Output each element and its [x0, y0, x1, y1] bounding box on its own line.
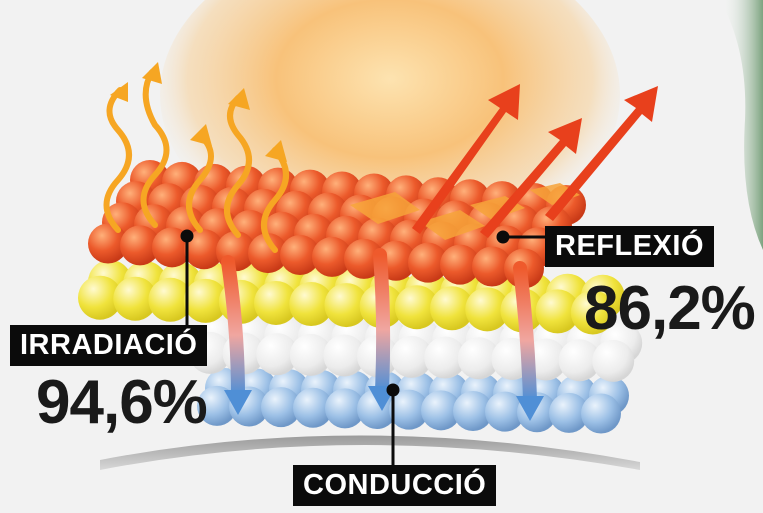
- sphere: [558, 339, 601, 382]
- sphere: [325, 388, 365, 429]
- sphere: [430, 286, 474, 331]
- sphere: [248, 233, 288, 274]
- sphere: [440, 244, 480, 285]
- reflexio-percentage: 86,2%: [584, 274, 756, 343]
- sphere: [581, 393, 621, 434]
- sphere: [261, 387, 301, 428]
- sphere: [394, 285, 439, 330]
- reflection-arrows: [412, 84, 658, 238]
- sphere: [390, 335, 433, 378]
- sphere: [323, 334, 366, 377]
- sphere: [78, 275, 122, 320]
- sphere: [280, 235, 320, 275]
- blue-sphere-layer: [197, 368, 629, 434]
- label-leader-lines: [180, 229, 550, 470]
- sphere: [465, 287, 510, 332]
- sphere: [293, 387, 333, 428]
- sphere: [289, 333, 332, 376]
- sphere: [549, 392, 589, 433]
- irradiation-arrow-heads: [110, 62, 287, 162]
- sphere: [197, 385, 237, 426]
- sphere: [485, 391, 525, 432]
- sphere: [389, 389, 429, 430]
- sphere: [120, 225, 160, 266]
- sphere: [472, 246, 512, 287]
- reflective-patches: [350, 183, 580, 240]
- sphere: [312, 236, 352, 277]
- sphere: [324, 283, 369, 328]
- irradiation-wavy-arrows: [103, 69, 289, 253]
- sphere: [254, 280, 298, 325]
- sphere: [424, 336, 467, 379]
- sphere: [289, 282, 334, 327]
- sphere: [88, 223, 128, 264]
- sphere: [183, 278, 228, 323]
- reflexio-label: REFLEXIÓ: [545, 226, 715, 267]
- sphere: [535, 289, 580, 334]
- sphere: [457, 337, 500, 380]
- sphere: [148, 277, 193, 322]
- sphere: [421, 390, 461, 431]
- sphere: [592, 339, 635, 382]
- base-surface: [100, 435, 640, 470]
- sphere: [453, 390, 493, 431]
- sphere: [408, 242, 448, 283]
- sphere: [184, 229, 224, 270]
- irradiacio-label: IRRADIACIÓ: [10, 325, 208, 366]
- green-corner-shape: [720, 0, 763, 250]
- sphere: [256, 333, 299, 376]
- conduccio-label: CONDUCCIÓ: [293, 465, 497, 506]
- sphere: [113, 276, 158, 321]
- irradiacio-percentage: 94,6%: [36, 368, 208, 437]
- conduction-arrows: [221, 248, 544, 421]
- sphere: [570, 290, 615, 335]
